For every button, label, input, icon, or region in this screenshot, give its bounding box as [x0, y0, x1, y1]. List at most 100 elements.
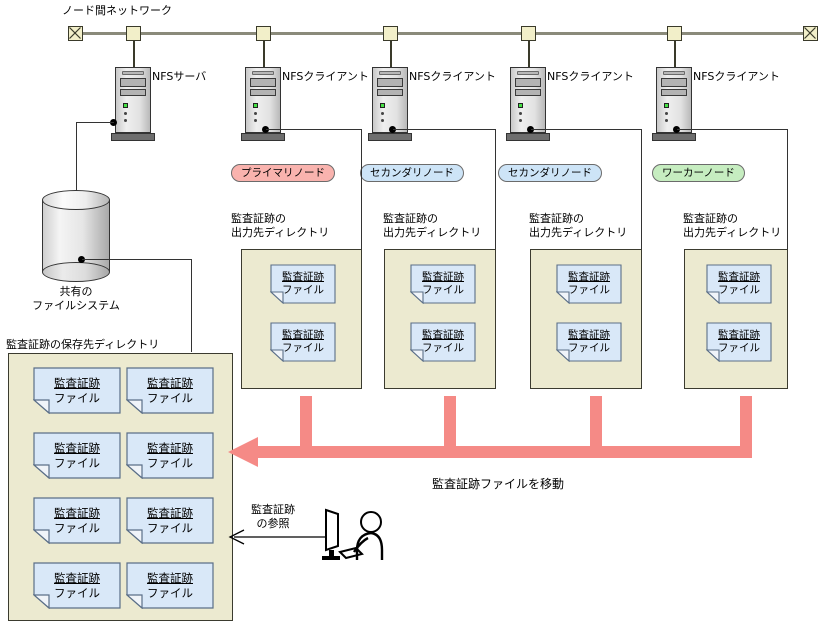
reference-arrow [228, 528, 334, 550]
bus-terminator-right [803, 26, 818, 41]
power-led-icon [253, 103, 258, 108]
tower-body [245, 67, 281, 133]
network-bus-line [74, 32, 810, 35]
output-dir-title-2: 監査証跡の 出力先ディレクトリ [383, 212, 482, 239]
server-tower-nfs-client-4[interactable] [652, 67, 696, 143]
file-label-line2: ファイル [147, 390, 193, 405]
file-icon-text: 監査証跡 ファイル [556, 264, 622, 304]
tower-body [656, 67, 692, 133]
connector-h-out-1 [266, 129, 362, 131]
bus-drop-nfs-client-2 [390, 41, 392, 67]
bus-tap-nfs-client-1 [256, 26, 271, 41]
file-label-line1: 監査証跡 [282, 271, 324, 283]
role-badge-secondary-node-1: セカンダリノード [360, 164, 464, 182]
connector-anchor-cylinder [78, 256, 85, 263]
file-icon-text: 監査証跡 ファイル [270, 264, 336, 304]
file-icon-out-1-2[interactable]: 監査証跡 ファイル [270, 322, 336, 362]
server-tower-nfs-client-3[interactable] [506, 67, 550, 143]
file-label-line2: ファイル [54, 455, 100, 470]
file-icon-text: 監査証跡 ファイル [126, 367, 214, 414]
file-icon-text: 監査証跡 ファイル [33, 367, 121, 414]
file-label-line2: ファイル [147, 520, 193, 535]
file-icon-out-4-1[interactable]: 監査証跡 ファイル [706, 264, 772, 304]
connector-v-out-2 [495, 129, 497, 249]
tower-base [652, 133, 696, 141]
file-label-line1: 監査証跡 [147, 570, 193, 585]
file-icon-text: 監査証跡 ファイル [706, 322, 772, 362]
file-icon-audit-8[interactable]: 監査証跡 ファイル [126, 562, 214, 609]
file-icon-audit-1[interactable]: 監査証跡 ファイル [33, 367, 121, 414]
file-icon-text: 監査証跡 ファイル [126, 432, 214, 479]
move-arrow-stem-3 [590, 396, 602, 458]
file-icon-out-3-1[interactable]: 監査証跡 ファイル [556, 264, 622, 304]
tower-vent [517, 71, 539, 75]
file-label-line1: 監査証跡 [282, 329, 324, 341]
file-label-line1: 監査証跡 [54, 440, 100, 455]
tower-drive-bay-1 [377, 78, 403, 87]
server-tower-nfs-client-1[interactable] [241, 67, 285, 143]
file-label-line1: 監査証跡 [422, 271, 464, 283]
move-arrow-stem-4 [740, 396, 752, 458]
storage-directory-box[interactable]: 監査証跡 ファイル 監査証跡 ファイル 監査証跡 ファイル 監査証跡 ファイル … [8, 353, 233, 621]
power-led-icon [123, 103, 128, 108]
tower-base [111, 133, 155, 141]
tower-vent [663, 71, 685, 75]
file-icon-out-2-1[interactable]: 監査証跡 ファイル [410, 264, 476, 304]
server-tower-nfs-server[interactable] [111, 67, 155, 143]
file-label-line2: ファイル [718, 342, 760, 354]
file-icon-text: 監査証跡 ファイル [410, 264, 476, 304]
file-label-line2: ファイル [282, 342, 324, 354]
connector-h-out-4 [677, 129, 788, 131]
file-label-line1: 監査証跡 [54, 570, 100, 585]
file-icon-out-1-1[interactable]: 監査証跡 ファイル [270, 264, 336, 304]
tower-drive-bay-2 [120, 89, 146, 96]
bus-tap-nfs-server [126, 26, 141, 41]
bus-drop-nfs-client-4 [674, 41, 676, 67]
file-icon-text: 監査証跡 ファイル [556, 322, 622, 362]
connector-anchor-nfs-client-2 [389, 126, 396, 133]
storage-dir-title: 監査証跡の保存先ディレクトリ [6, 338, 160, 351]
file-icon-audit-2[interactable]: 監査証跡 ファイル [126, 367, 214, 414]
output-dir-title-3: 監査証跡の 出力先ディレクトリ [529, 212, 628, 239]
file-icon-out-4-2[interactable]: 監査証跡 ファイル [706, 322, 772, 362]
connector-h-out-2 [393, 129, 496, 131]
file-icon-audit-3[interactable]: 監査証跡 ファイル [33, 432, 121, 479]
file-label-line2: ファイル [568, 284, 610, 296]
connector-anchor-nfs-client-1 [262, 126, 269, 133]
file-label-line1: 監査証跡 [54, 505, 100, 520]
node-label-nfs-client-2: NFSクライアント [409, 70, 496, 83]
file-icon-out-3-2[interactable]: 監査証跡 ファイル [556, 322, 622, 362]
output-directory-box-3[interactable]: 監査証跡 ファイル 監査証跡 ファイル [530, 249, 642, 389]
connector-v-cylinder [191, 259, 193, 352]
file-label-line1: 監査証跡 [147, 505, 193, 520]
file-label-line1: 監査証跡 [568, 329, 610, 341]
output-directory-box-1[interactable]: 監査証跡 ファイル 監査証跡 ファイル [241, 249, 362, 389]
tower-vent [122, 71, 144, 75]
status-dot-2 [665, 119, 668, 122]
status-dot-2 [254, 119, 257, 122]
file-icon-out-2-2[interactable]: 監査証跡 ファイル [410, 322, 476, 362]
shared-filesystem-cylinder[interactable] [42, 190, 110, 282]
tower-vent [379, 71, 401, 75]
tower-vent [252, 71, 274, 75]
file-icon-audit-7[interactable]: 監査証跡 ファイル [33, 562, 121, 609]
file-label-line2: ファイル [147, 455, 193, 470]
file-label-line1: 監査証跡 [54, 375, 100, 390]
file-icon-audit-5[interactable]: 監査証跡 ファイル [33, 497, 121, 544]
file-icon-text: 監査証跡 ファイル [33, 432, 121, 479]
file-icon-audit-4[interactable]: 監査証跡 ファイル [126, 432, 214, 479]
file-label-line2: ファイル [422, 342, 464, 354]
tower-drive-bay-1 [250, 78, 276, 87]
role-badge-worker-node: ワーカーノード [652, 164, 745, 182]
file-icon-text: 監査証跡 ファイル [126, 562, 214, 609]
output-directory-box-4[interactable]: 監査証跡 ファイル 監査証跡 ファイル [684, 249, 788, 389]
tower-drive-bay-2 [661, 89, 687, 96]
server-tower-nfs-client-2[interactable] [368, 67, 412, 143]
file-icon-audit-6[interactable]: 監査証跡 ファイル [126, 497, 214, 544]
connector-h-cylinder [82, 259, 192, 261]
output-directory-box-2[interactable]: 監査証跡 ファイル 監査証跡 ファイル [384, 249, 496, 389]
file-icon-text: 監査証跡 ファイル [410, 322, 476, 362]
file-label-line2: ファイル [54, 520, 100, 535]
tower-drive-bay-1 [120, 78, 146, 87]
file-icon-text: 監査証跡 ファイル [270, 322, 336, 362]
